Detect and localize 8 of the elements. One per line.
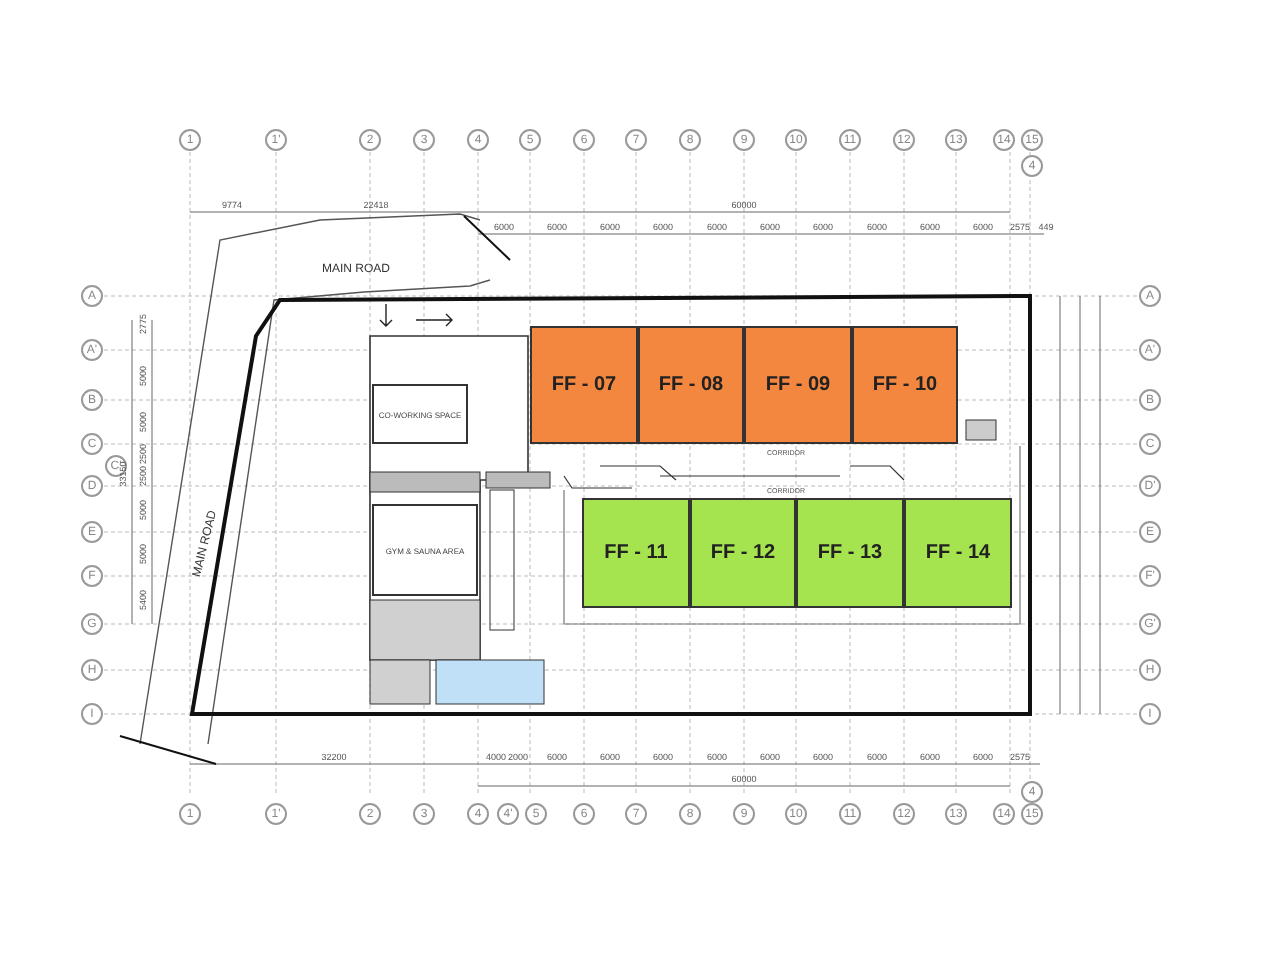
unit-block: FF - 07 <box>530 326 638 444</box>
unit-block: FF - 13 <box>796 498 904 608</box>
unit-block: FF - 12 <box>690 498 796 608</box>
unit-block: FF - 10 <box>852 326 958 444</box>
unit-block: FF - 09 <box>744 326 852 444</box>
unit-block: FF - 11 <box>582 498 690 608</box>
unit-block: FF - 14 <box>904 498 1012 608</box>
unit-block: FF - 08 <box>638 326 744 444</box>
